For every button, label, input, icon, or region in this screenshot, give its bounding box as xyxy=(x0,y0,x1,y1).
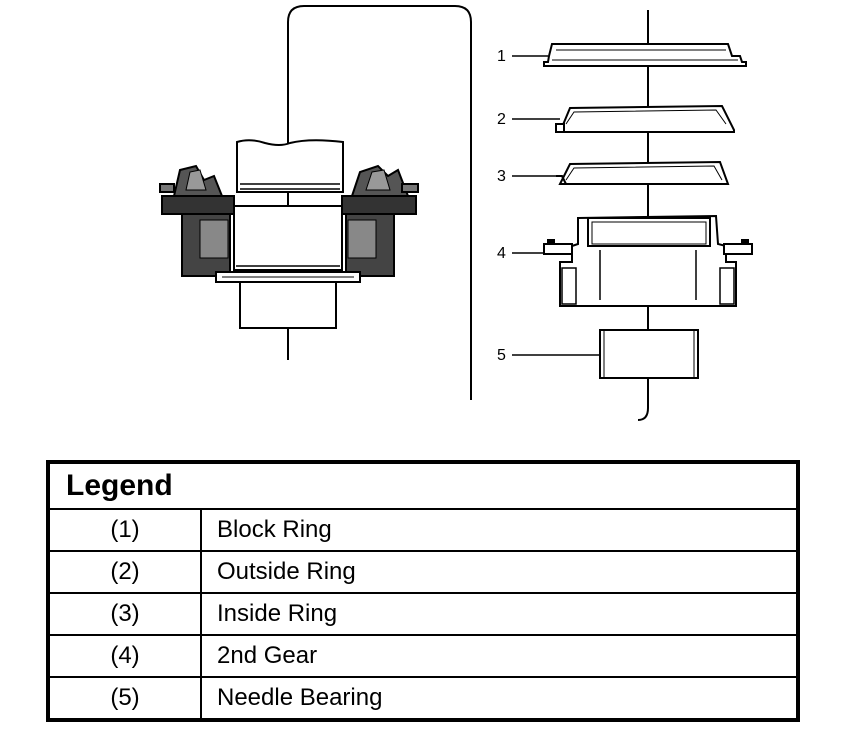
legend-row: (3) Inside Ring xyxy=(47,592,799,636)
part-needle-bearing xyxy=(599,329,699,379)
part-2nd-gear xyxy=(543,214,753,307)
callout-2: 2 xyxy=(497,111,506,128)
callout-leaders xyxy=(512,55,600,356)
part-outside-ring xyxy=(555,104,735,133)
legend-number: (3) xyxy=(47,592,202,636)
assembly-bracket-line xyxy=(287,5,472,400)
legend-label: Inside Ring xyxy=(200,592,799,636)
exploded-view xyxy=(512,10,753,421)
legend-label: Block Ring xyxy=(200,508,799,552)
legend-number: (1) xyxy=(47,508,202,552)
synchronizer-left xyxy=(159,164,235,215)
legend-title: Legend xyxy=(47,461,799,510)
callout-4: 4 xyxy=(497,245,506,262)
callout-3: 3 xyxy=(497,168,506,185)
synchronizer-right xyxy=(341,164,419,215)
legend-table: Legend (1) Block Ring (2) Outside Ring (… xyxy=(46,460,800,722)
legend-label: Outside Ring xyxy=(200,550,799,594)
upper-shaft xyxy=(236,139,344,193)
legend-label: Needle Bearing xyxy=(200,676,799,721)
legend-row: (4) 2nd Gear xyxy=(47,634,799,678)
part-block-ring xyxy=(543,43,747,67)
gear-hub xyxy=(233,205,343,271)
legend-row: (2) Outside Ring xyxy=(47,550,799,594)
legend-number: (5) xyxy=(47,676,202,721)
legend-row: (5) Needle Bearing xyxy=(47,676,799,721)
legend-header-row: Legend xyxy=(47,461,799,510)
lower-shaft xyxy=(239,281,337,329)
assembled-cross-section xyxy=(159,5,472,400)
part-inside-ring xyxy=(556,160,730,185)
legend-label: 2nd Gear xyxy=(200,634,799,678)
legend-number: (4) xyxy=(47,634,202,678)
callout-1: 1 xyxy=(497,48,506,65)
exploded-view-diagram: 1 2 3 4 5 xyxy=(159,5,753,421)
legend-number: (2) xyxy=(47,550,202,594)
legend-row: (1) Block Ring xyxy=(47,508,799,552)
center-axis-line xyxy=(637,10,649,421)
callout-5: 5 xyxy=(497,347,506,364)
